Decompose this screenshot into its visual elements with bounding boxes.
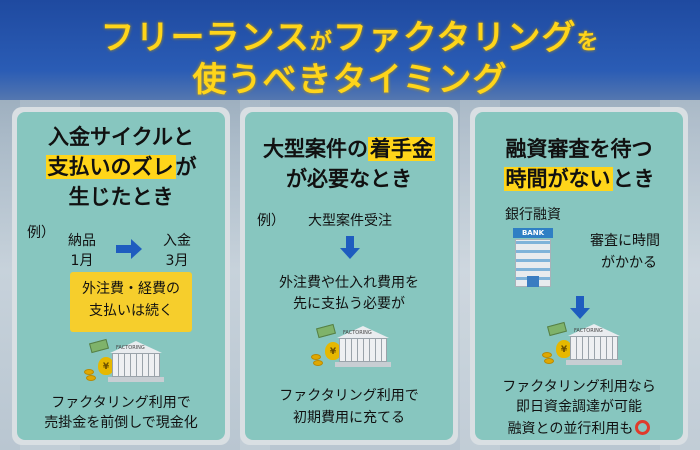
bank-door [527,276,539,287]
building-base [335,362,391,367]
coin-icon [544,358,554,364]
expense-note-line: 外注費・経費の [82,281,180,297]
card-title-rest: が [175,155,197,179]
card-title-line: 生じたとき [68,185,174,209]
coin-icon [86,375,96,381]
mid-text-line: 外注費や仕入れ費用を [279,275,419,291]
banknote-icon [89,338,109,354]
mid-text-line: 先に支払う必要が [293,296,405,312]
card-body: 大型案件の着手金 が必要なとき 例） 大型案件受注 外注費や仕入れ費用を 先に支… [245,112,453,440]
card-payment-gap: 入金サイクルと 支払いのズレが 生じたとき 例） 納品 1月 入金 3月 外注費… [12,107,230,445]
footer-text: 融資との並行利用も [507,421,634,437]
card-title-line: 時間がないとき [475,164,683,194]
coin-icon [84,369,94,375]
factoring-illustration: ¥ FACTORING [80,337,164,385]
card-upfront-cost: 大型案件の着手金 が必要なとき 例） 大型案件受注 外注費や仕入れ費用を 先に支… [240,107,458,445]
card-title-line: 大型案件の着手金 [245,134,453,164]
card-footer-line: 売掛金を前倒しで現金化 [44,415,198,431]
example-text: 大型案件受注 [308,213,392,229]
building-roof [337,326,389,338]
delivery-month: 1月 [70,253,94,269]
factoring-building-icon [570,336,618,360]
review-time-line: 審査に時間 [590,233,660,249]
bank-facade [515,239,551,287]
card-title-text: 大型案件の [263,137,368,161]
circle-ok-icon [635,420,651,435]
arrow-down-icon [340,236,360,259]
coin-icon [313,360,323,366]
factoring-sign: FACTORING [116,345,145,351]
page-title-line2: 使うべきタイミング [192,60,508,100]
expense-note-line: 支払いは続く [89,303,173,319]
delivery-label: 納品 [68,233,96,249]
title-text: フリーランス [100,18,310,58]
card-title-rest: とき [612,167,655,191]
card-footer-line: ファクタリング利用なら [502,379,656,395]
card-title-line: 融資審査を待つ [505,137,653,161]
coin-icon [311,354,321,360]
coin-icon [542,352,552,358]
building-roof [110,341,162,353]
review-time-line: がかかる [601,255,657,271]
arrow-down-icon [570,296,590,319]
payment-label: 入金 [163,233,191,249]
money-bag-icon: ¥ [98,357,114,375]
example-label: 例） [257,213,285,229]
card-title-line: が必要なとき [286,167,412,191]
card-title-highlight: 時間がない [503,167,613,191]
card-footer-line: 初期費用に充てる [293,410,405,426]
card-loan-wait: 融資審査を待つ 時間がないとき 銀行融資 BANK 審査に時間 がかかる ¥ F… [470,107,688,445]
factoring-sign: FACTORING [343,330,372,336]
card-footer-line: ファクタリング利用で [51,395,191,411]
banknote-icon [316,323,336,339]
page-title-line1: フリーランスがファクタリングを [0,10,700,59]
building-base [566,360,622,365]
card-title-line: 支払いのズレが [17,152,225,182]
example-label: 例） [27,225,55,241]
card-title-line: 入金サイクルと [48,125,194,149]
card-footer-line: 即日資金調達が可能 [516,399,642,415]
card-body: 融資審査を待つ 時間がないとき 銀行融資 BANK 審査に時間 がかかる ¥ F… [475,112,683,440]
money-bag-icon: ¥ [325,342,341,360]
expense-note-box: 外注費・経費の 支払いは続く [70,272,192,332]
card-title-highlight: 支払いのズレ [45,155,176,179]
bank-sign: BANK [513,228,553,238]
factoring-illustration: ¥ FACTORING [307,322,391,370]
factoring-building-icon [112,353,160,377]
card-title-highlight: 着手金 [368,137,435,161]
factoring-building-icon [339,338,387,362]
factoring-sign: FACTORING [574,328,603,334]
title-particle: を [576,30,600,55]
factoring-illustration: ¥ FACTORING [538,320,622,368]
building-base [108,377,164,382]
arrow-right-icon [116,239,142,259]
card-footer-line: 融資との並行利用も [475,418,683,438]
building-roof [568,324,620,336]
banknote-icon [547,321,567,337]
card-footer-line: ファクタリング利用で [279,388,419,404]
header-banner [0,0,700,100]
money-bag-icon: ¥ [556,340,572,358]
title-text: ファクタリング [332,18,577,58]
bank-loan-label: 銀行融資 [505,207,561,223]
title-particle: が [309,30,333,55]
bank-building-icon: BANK [513,228,553,290]
card-body: 入金サイクルと 支払いのズレが 生じたとき 例） 納品 1月 入金 3月 外注費… [17,112,225,440]
payment-month: 3月 [165,253,189,269]
